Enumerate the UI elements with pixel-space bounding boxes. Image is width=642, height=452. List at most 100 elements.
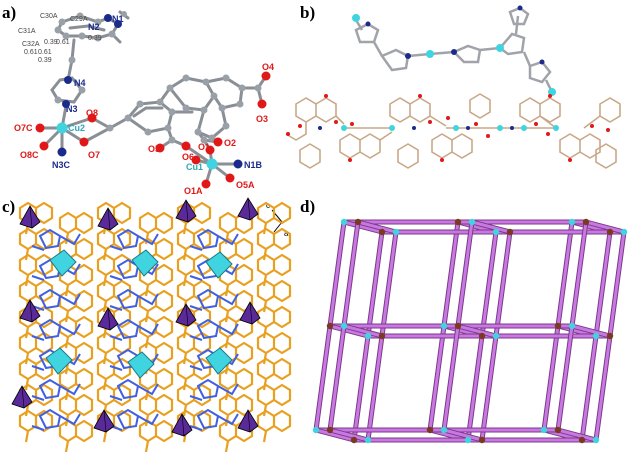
label-C30A: C30A — [40, 13, 58, 20]
label-Cu1: Cu1 — [186, 162, 203, 172]
purple-polyhedron-edge — [107, 207, 111, 231]
net-node — [392, 228, 400, 236]
occupancy-1: 0.61 — [24, 49, 38, 56]
orange-ligand-link — [144, 440, 150, 452]
purple-polyhedron — [239, 301, 261, 325]
net-rod — [556, 220, 574, 328]
net-node — [326, 322, 334, 330]
label-N3C: N3C — [52, 160, 71, 170]
net-rod — [442, 428, 484, 442]
net-node — [426, 426, 434, 434]
orange-ligand-link — [224, 440, 230, 452]
net-node — [378, 228, 386, 236]
net-node — [540, 426, 548, 434]
purple-polyhedron-edge — [249, 301, 253, 325]
purple-polyhedron-edge — [107, 307, 111, 331]
net-rod — [556, 428, 598, 442]
blue-ligand — [196, 408, 239, 430]
blue-ligand — [116, 318, 159, 340]
purple-polyhedron-edge — [181, 413, 185, 437]
label-N3: N3 — [66, 104, 78, 114]
orange-ligand — [256, 201, 292, 225]
blue-ligand-link — [189, 365, 203, 371]
net-node — [340, 218, 348, 226]
net-node — [454, 322, 462, 330]
orange-ligand — [256, 305, 292, 329]
net-rod — [342, 220, 384, 234]
purple-polyhedron-edge — [29, 299, 33, 323]
label-O6: O6 — [182, 152, 194, 162]
net-node — [582, 218, 590, 226]
cyan-polyhedron-face — [205, 357, 219, 375]
label-N1B: N1B — [244, 160, 263, 170]
blue-ligand-link — [109, 335, 123, 341]
orange-ligand — [218, 367, 254, 391]
blue-ligand-link — [189, 335, 203, 341]
panel-b-layer — [285, 93, 621, 169]
orange-ligand — [256, 409, 292, 433]
blue-ligand-link — [109, 395, 123, 401]
net-rod — [570, 324, 612, 338]
label-N2: N2 — [88, 22, 100, 32]
net-node — [378, 332, 386, 340]
blue-ligand-link — [189, 425, 203, 431]
cyan-polyhedron-face — [45, 357, 59, 375]
blue-ligand — [116, 288, 159, 310]
label-N1: N1 — [112, 14, 124, 24]
net-rod — [584, 220, 626, 234]
orange-ligand — [96, 383, 132, 407]
net-node — [312, 426, 320, 434]
blue-ligand — [116, 378, 159, 400]
orange-ligand — [256, 227, 292, 251]
cyan-polyhedron-face — [205, 261, 219, 279]
panel-a-label: a) — [2, 3, 16, 22]
blue-ligand-link — [31, 275, 45, 281]
net-node — [364, 332, 372, 340]
net-rod — [466, 334, 484, 442]
net-rod — [480, 334, 498, 442]
purple-polyhedron-edge — [185, 303, 189, 327]
net-rod — [342, 324, 384, 338]
net-node — [492, 332, 500, 340]
orange-ligand — [58, 289, 94, 313]
panel-c-blue-ligands — [31, 228, 239, 431]
orange-ligand — [256, 331, 292, 355]
blue-ligand-link — [109, 365, 123, 371]
blue-ligand-link — [189, 245, 203, 251]
orange-ligand — [176, 253, 212, 277]
orange-ligand — [218, 393, 254, 417]
blue-ligand — [38, 318, 81, 340]
panel-b-label: b) — [300, 3, 315, 22]
blue-ligand-link — [31, 365, 45, 371]
net-node — [454, 218, 462, 226]
panel-a-atoms — [35, 11, 271, 189]
net-rod — [328, 428, 370, 442]
orange-ligand — [58, 419, 94, 443]
net-node — [464, 436, 472, 444]
cyan-polyhedron — [127, 351, 155, 379]
blue-ligand — [38, 288, 81, 310]
net-rod — [328, 324, 346, 432]
net-node — [326, 426, 334, 434]
net-rod — [556, 324, 574, 432]
orange-ligand — [18, 253, 54, 277]
purple-polyhedron — [175, 303, 197, 327]
panel-c-polyhedra — [11, 197, 261, 437]
net-rod — [570, 220, 588, 328]
label-O7: O7 — [88, 150, 100, 160]
net-node — [592, 436, 600, 444]
orange-ligand-link — [64, 440, 70, 452]
net-node — [478, 436, 486, 444]
net-node — [354, 218, 362, 226]
orange-ligand — [58, 393, 94, 417]
panel-b: b) — [285, 3, 621, 169]
purple-polyhedron — [93, 409, 115, 433]
purple-polyhedron-edge — [247, 197, 251, 221]
net-rod — [428, 324, 446, 432]
net-node — [554, 426, 562, 434]
occupancy-4: 0.61 — [38, 49, 52, 56]
orange-ligand — [96, 357, 132, 381]
orange-ligand — [138, 211, 174, 235]
net-rod — [456, 220, 474, 328]
